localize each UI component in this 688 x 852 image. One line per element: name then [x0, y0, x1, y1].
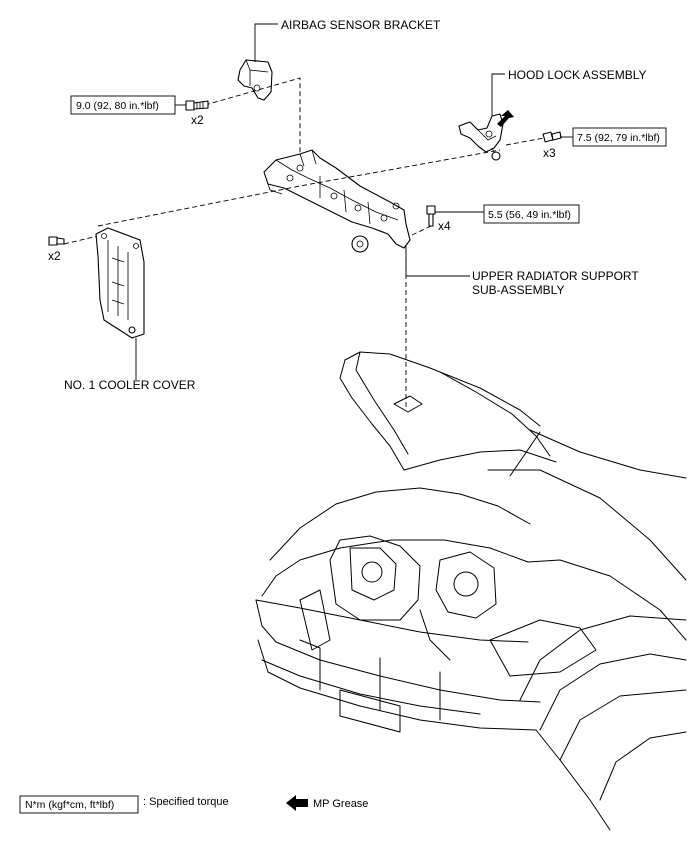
hood-lock-assembly-label: HOOD LOCK ASSEMBLY [508, 68, 647, 82]
support-bolt-line [409, 225, 432, 237]
bracket-torque-value: 9.0 (92, 80 in.*lbf) [76, 100, 159, 112]
upper-radiator-support [263, 149, 411, 253]
airbag-bracket-leader [254, 23, 278, 62]
hood-lock-bolt [542, 131, 562, 143]
vehicle-front-illustration [255, 351, 687, 831]
cooler-clip [48, 236, 65, 246]
hood-lock-leader [491, 73, 505, 116]
support-alignment-line [97, 149, 501, 227]
hood-lock-bolt-line [505, 137, 545, 146]
support-bolt-qty: x4 [438, 219, 451, 233]
support-bolt [426, 205, 436, 227]
airbag-sensor-bracket [237, 59, 273, 101]
bracket-bolt [185, 100, 209, 111]
legend-torque-box [19, 795, 139, 814]
bracket-bolt-qty: x2 [191, 113, 204, 127]
support-leader [405, 246, 470, 277]
hood-lock-bolt-qty: x3 [543, 146, 556, 160]
cooler-clip-qty: x2 [48, 249, 61, 263]
support-torque-box [483, 204, 580, 224]
hood-lock-assembly [458, 113, 504, 161]
legend-grease-arrow-icon [286, 795, 308, 811]
legend-torque-unit: N*m (kgf*cm, ft*lbf) [25, 799, 114, 811]
clip-alignment-line [63, 235, 99, 245]
bracket-alignment-line [204, 77, 301, 170]
airbag-sensor-bracket-label: AIRBAG SENSOR BRACKET [281, 18, 441, 32]
no1-cooler-cover-label: NO. 1 COOLER COVER [64, 378, 196, 392]
legend-torque-desc: : Specified torque [143, 796, 229, 808]
grease-arrow-icon [497, 110, 514, 127]
support-torque-value: 5.5 (56, 49 in.*lbf) [488, 209, 571, 221]
no1-cooler-cover [95, 227, 145, 339]
upper-radiator-support-label-2: SUB-ASSEMBLY [472, 283, 564, 297]
hood-lock-torque-value: 7.5 (92, 79 in.*lbf) [577, 132, 660, 144]
upper-radiator-support-label-1: UPPER RADIATOR SUPPORT [472, 269, 639, 283]
legend-grease-desc: MP Grease [313, 798, 368, 810]
